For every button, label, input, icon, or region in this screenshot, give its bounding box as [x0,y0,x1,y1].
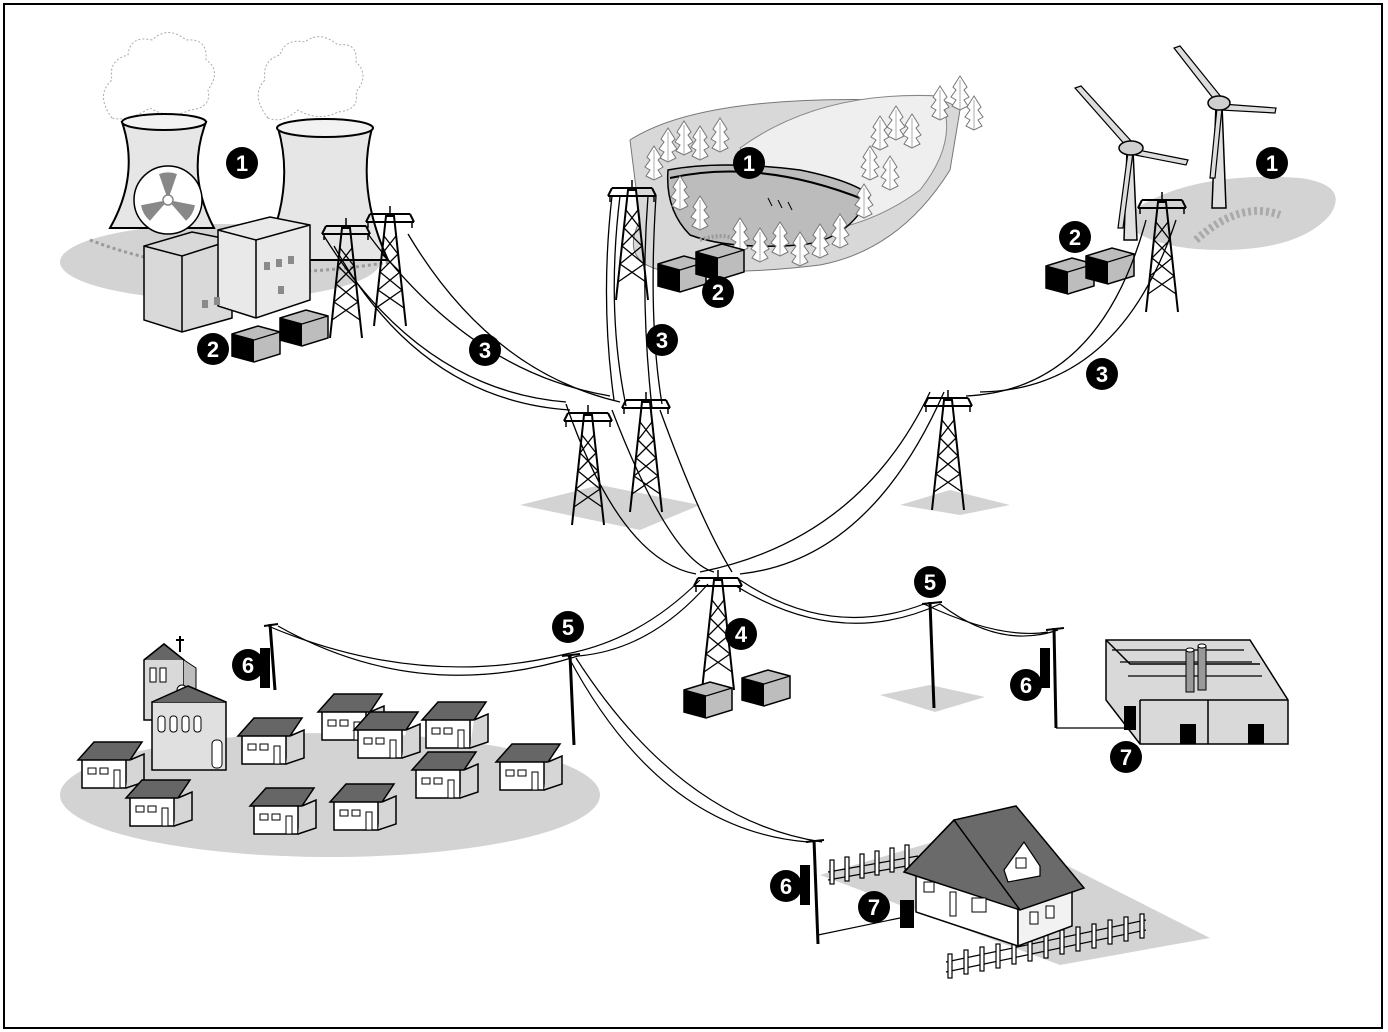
badge-label: 5 [924,570,936,595]
badge-label: 3 [1096,362,1108,387]
badge-hydro-generation: 1 [733,147,765,179]
badge-hydro-step-up: 2 [702,276,734,308]
badge-pole-transformer-village: 6 [232,649,264,681]
wind-farm [1046,46,1280,294]
badge-transmission-wind: 3 [1086,358,1118,390]
badge-label: 6 [1020,673,1032,698]
badge-wind-step-up: 2 [1059,221,1091,253]
hydro-dam [630,76,983,292]
badge-pole-transformer-factory: 6 [1010,669,1042,701]
badge-transmission-hydro: 3 [646,324,678,356]
badge-label: 5 [562,615,574,640]
badge-nuclear-step-up: 2 [197,333,229,365]
badge-label: 7 [868,895,880,920]
nuclear-plant [90,33,390,363]
factory [1106,640,1288,744]
badge-label: 3 [479,338,491,363]
badge-label: 3 [656,328,668,353]
badge-label: 1 [236,151,248,176]
badge-label: 2 [712,280,724,305]
badge-label: 7 [1120,745,1132,770]
badge-pole-transformer-house: 6 [770,870,802,902]
badge-label: 6 [780,874,792,899]
badge-label: 1 [1266,151,1278,176]
badge-transmission-nuclear: 3 [469,334,501,366]
badge-distribution-east: 5 [914,566,946,598]
badge-label: 4 [735,622,748,647]
badge-label: 1 [743,151,755,176]
meter-box [900,900,914,928]
badge-label: 2 [1069,225,1081,250]
badge-meter-factory: 7 [1110,741,1142,773]
badge-wind-generation: 1 [1256,147,1288,179]
badge-substation: 4 [725,618,757,650]
badge-distribution-west: 5 [552,611,584,643]
meter-box [1124,706,1136,730]
badge-meter-house: 7 [858,891,890,923]
badge-label: 2 [207,337,219,362]
badge-nuclear-generation: 1 [226,147,258,179]
badge-label: 6 [242,653,254,678]
